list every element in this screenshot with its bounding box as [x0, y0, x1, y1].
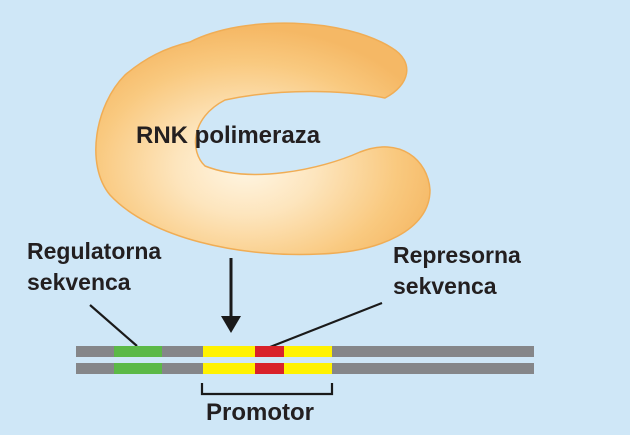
promoter-segment-bottom-right [284, 363, 332, 374]
promoter-segment-top-left [203, 346, 255, 357]
promoter-segment-top-right [284, 346, 332, 357]
binding-arrow-head [221, 316, 241, 333]
regulatory-leader-line [89, 304, 138, 347]
promoter-bracket [200, 383, 334, 396]
repressor-label-line2: sekvenca [393, 273, 497, 299]
repressor-label-line1: Represorna [393, 242, 521, 268]
rna-polymerase-shape [95, 22, 431, 256]
repressor-segment-top [255, 346, 284, 357]
rna-polymerase-label: RNK polimeraza [136, 122, 321, 149]
promoter-segment-bottom-left [203, 363, 255, 374]
repressor-leader-line [269, 301, 383, 349]
regulatory-segment-top [114, 346, 162, 357]
regulatory-label-line2: sekvenca [27, 269, 131, 295]
regulatory-segment-bottom [114, 363, 162, 374]
regulatory-sequence-label: Regulatorna sekvenca [27, 236, 161, 298]
repressor-segment-bottom [255, 363, 284, 374]
promoter-label: Promotor [206, 399, 314, 426]
dna-strand-bottom [76, 363, 534, 374]
regulatory-label-line1: Regulatorna [27, 238, 162, 264]
repressor-sequence-label: Represorna sekvenca [393, 240, 521, 302]
dna-strand-top [76, 346, 534, 357]
